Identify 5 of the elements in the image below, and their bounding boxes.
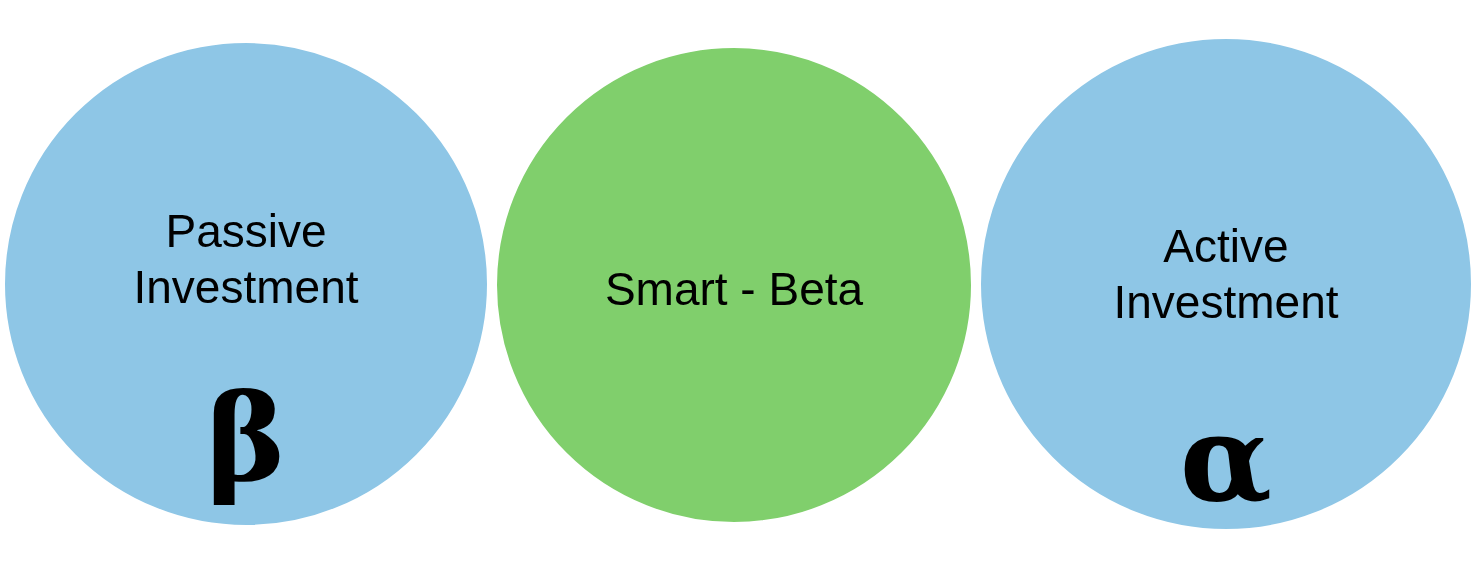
greek-symbol: β <box>206 373 286 503</box>
circle-label: Smart - Beta <box>604 262 864 317</box>
greek-symbol: α <box>1179 393 1273 523</box>
circle-label: Active Investment <box>1112 219 1340 330</box>
circle-label: Passive Investment <box>132 204 360 315</box>
